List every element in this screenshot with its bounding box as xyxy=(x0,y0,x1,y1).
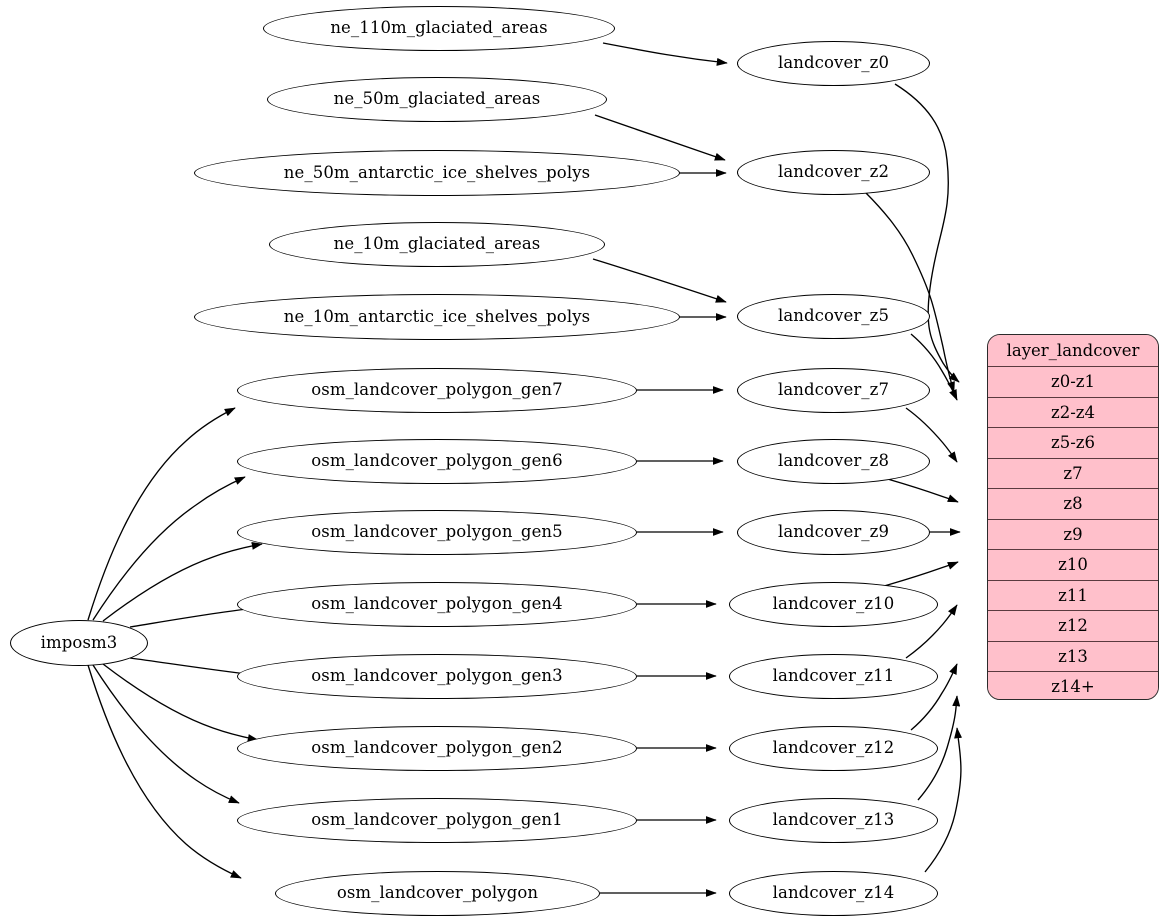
node-landcover-z2[interactable]: landcover_z2 xyxy=(737,150,930,195)
node-osm-landcover-polygon-gen7[interactable]: osm_landcover_polygon_gen7 xyxy=(237,368,637,413)
node-label: osm_landcover_polygon_gen3 xyxy=(311,666,563,686)
node-landcover-z5[interactable]: landcover_z5 xyxy=(737,294,930,339)
edge-ne10glac-z5 xyxy=(592,258,727,303)
table-row-label: z12 xyxy=(1058,616,1088,636)
table-row-z11[interactable]: z11 xyxy=(988,579,1158,610)
node-landcover-z11[interactable]: landcover_z11 xyxy=(729,654,938,699)
table-header: layer_landcover xyxy=(988,335,1158,366)
node-osm-landcover-polygon[interactable]: osm_landcover_polygon xyxy=(275,871,600,916)
node-label: landcover_z8 xyxy=(777,451,890,471)
node-label: landcover_z0 xyxy=(777,53,890,73)
node-label: ne_10m_glaciated_areas xyxy=(333,234,541,254)
node-label: osm_landcover_polygon_gen6 xyxy=(311,451,563,471)
table-row-z12[interactable]: z12 xyxy=(988,610,1158,641)
node-label: ne_50m_glaciated_areas xyxy=(333,89,541,109)
node-label: landcover_z5 xyxy=(777,306,890,326)
node-landcover-z7[interactable]: landcover_z7 xyxy=(737,368,930,413)
table-row-label: z9 xyxy=(1063,524,1083,544)
node-osm-landcover-polygon-gen4[interactable]: osm_landcover_polygon_gen4 xyxy=(237,582,637,627)
table-row-label: z11 xyxy=(1058,585,1088,605)
node-label: osm_landcover_polygon xyxy=(336,883,539,903)
table-row-label: z14+ xyxy=(1051,677,1095,697)
table-row-z9[interactable]: z9 xyxy=(988,518,1158,549)
node-landcover-z9[interactable]: landcover_z9 xyxy=(737,510,930,555)
node-landcover-z12[interactable]: landcover_z12 xyxy=(729,726,938,771)
node-label: ne_110m_glaciated_areas xyxy=(330,18,548,38)
table-row-label: z5-z6 xyxy=(1051,433,1095,453)
edge-imposm3-gen6 xyxy=(92,476,246,621)
node-ne-10m-antarctic-ice-shelves-polys[interactable]: ne_10m_antarctic_ice_shelves_polys xyxy=(194,294,680,340)
edge-ne110-z0 xyxy=(602,42,728,66)
node-label: imposm3 xyxy=(40,632,118,652)
node-landcover-z8[interactable]: landcover_z8 xyxy=(737,439,930,484)
node-ne-50m-glaciated-areas[interactable]: ne_50m_glaciated_areas xyxy=(267,77,607,122)
table-row-z2-z4[interactable]: z2-z4 xyxy=(988,396,1158,427)
node-landcover-z10[interactable]: landcover_z10 xyxy=(729,582,938,627)
node-ne-110m-glaciated-areas[interactable]: ne_110m_glaciated_areas xyxy=(263,6,615,51)
node-osm-landcover-polygon-gen6[interactable]: osm_landcover_polygon_gen6 xyxy=(237,439,637,484)
table-row-z0-z1[interactable]: z0-z1 xyxy=(988,366,1158,397)
node-label: landcover_z14 xyxy=(772,883,895,903)
table-row-z14-plus[interactable]: z14+ xyxy=(988,671,1158,699)
node-label: landcover_z12 xyxy=(772,738,895,758)
edge-imposm3-gen2 xyxy=(102,663,259,742)
node-osm-landcover-polygon-gen3[interactable]: osm_landcover_polygon_gen3 xyxy=(237,654,637,699)
edge-z2-row1 xyxy=(864,191,955,393)
edge-ne50glac-z2 xyxy=(594,114,726,161)
edge-z0-row0 xyxy=(894,83,960,383)
edge-imposm3-polygon xyxy=(87,664,242,879)
table-row-z5-z6[interactable]: z5-z6 xyxy=(988,427,1158,458)
node-label: osm_landcover_polygon_gen4 xyxy=(311,594,563,614)
node-osm-landcover-polygon-gen5[interactable]: osm_landcover_polygon_gen5 xyxy=(237,510,637,555)
table-row-label: z8 xyxy=(1063,494,1083,514)
node-label: landcover_z11 xyxy=(772,666,895,686)
node-label: landcover_z2 xyxy=(777,162,890,182)
table-row-z8[interactable]: z8 xyxy=(988,488,1158,519)
table-row-z7[interactable]: z7 xyxy=(988,457,1158,488)
edge-imposm3-gen1 xyxy=(92,664,240,804)
table-row-label: z2-z4 xyxy=(1051,402,1095,422)
node-label: osm_landcover_polygon_gen1 xyxy=(311,810,563,830)
edge-z10-row6 xyxy=(883,561,959,587)
node-label: ne_10m_antarctic_ice_shelves_polys xyxy=(283,306,591,326)
node-label: landcover_z9 xyxy=(777,522,890,542)
table-row-label: z7 xyxy=(1063,463,1083,483)
layer-landcover-table[interactable]: layer_landcover z0-z1 z2-z4 z5-z6 z7 z8 … xyxy=(987,334,1159,700)
edge-z8-row4 xyxy=(883,477,959,503)
table-row-z13[interactable]: z13 xyxy=(988,640,1158,671)
table-row-z10[interactable]: z10 xyxy=(988,549,1158,580)
edge-imposm3-gen7 xyxy=(87,407,236,621)
node-label: osm_landcover_polygon_gen5 xyxy=(311,522,563,542)
node-label: landcover_z10 xyxy=(772,594,895,614)
node-ne-10m-glaciated-areas[interactable]: ne_10m_glaciated_areas xyxy=(269,222,605,267)
node-imposm3[interactable]: imposm3 xyxy=(10,620,148,666)
edge-imposm3-gen5 xyxy=(102,541,263,622)
node-landcover-z0[interactable]: landcover_z0 xyxy=(737,41,930,86)
node-landcover-z14[interactable]: landcover_z14 xyxy=(729,871,938,916)
node-osm-landcover-polygon-gen1[interactable]: osm_landcover_polygon_gen1 xyxy=(237,798,637,843)
node-landcover-z13[interactable]: landcover_z13 xyxy=(729,798,938,843)
node-label: landcover_z13 xyxy=(772,810,895,830)
node-ne-50m-antarctic-ice-shelves-polys[interactable]: ne_50m_antarctic_ice_shelves_polys xyxy=(194,150,680,196)
node-label: osm_landcover_polygon_gen2 xyxy=(311,738,563,758)
table-row-label: z0-z1 xyxy=(1051,372,1095,392)
node-label: ne_50m_antarctic_ice_shelves_polys xyxy=(283,162,591,182)
table-row-label: z13 xyxy=(1058,646,1088,666)
table-header-label: layer_landcover xyxy=(1006,341,1140,360)
table-row-label: z10 xyxy=(1058,555,1088,575)
node-label: landcover_z7 xyxy=(777,380,890,400)
node-osm-landcover-polygon-gen2[interactable]: osm_landcover_polygon_gen2 xyxy=(237,726,637,771)
node-label: osm_landcover_polygon_gen7 xyxy=(311,380,563,400)
